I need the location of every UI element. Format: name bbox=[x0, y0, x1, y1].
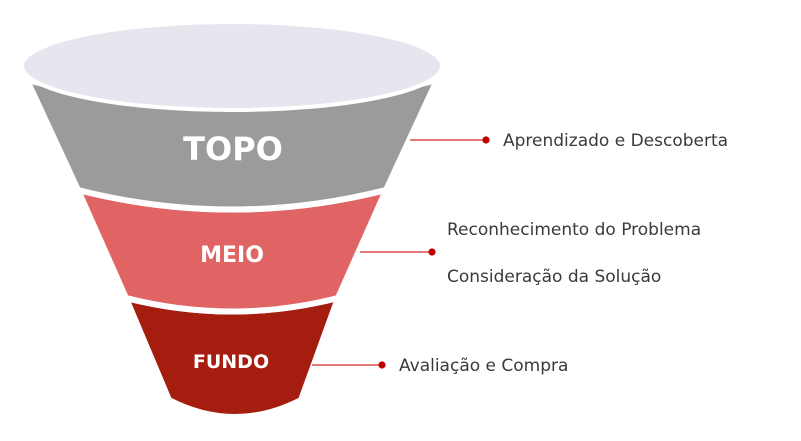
stage-label-meio: MEIO bbox=[200, 243, 264, 268]
funnel-rim bbox=[20, 20, 444, 112]
connector-dot-fundo bbox=[378, 361, 386, 369]
callout-topo-1: Aprendizado e Descoberta bbox=[503, 131, 728, 151]
callout-meio-1: Reconhecimento do Problema bbox=[447, 220, 701, 240]
connector-dot-meio bbox=[428, 248, 436, 256]
connector-dot-topo bbox=[482, 136, 490, 144]
callout-fundo-1: Avaliação e Compra bbox=[399, 356, 568, 376]
callout-meio-2: Consideração da Solução bbox=[447, 267, 661, 287]
stage-label-topo: TOPO bbox=[183, 130, 283, 168]
stage-label-fundo: FUNDO bbox=[193, 351, 269, 373]
